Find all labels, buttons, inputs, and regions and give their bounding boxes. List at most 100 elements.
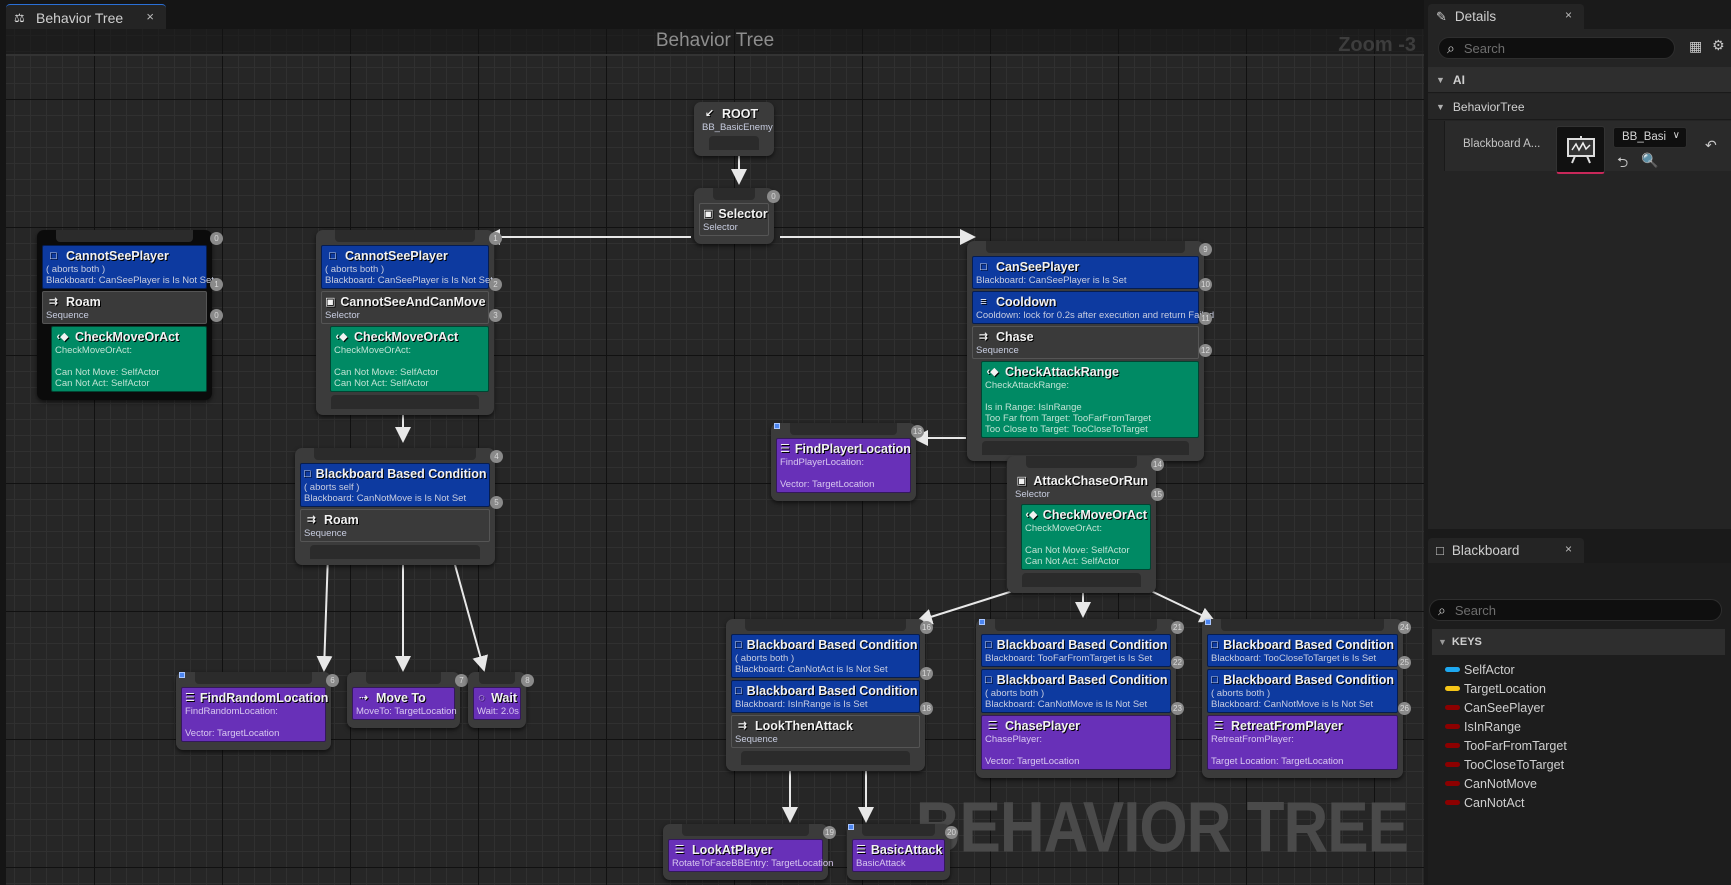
composite-roam[interactable]: ⇉Roam Sequence — [42, 291, 207, 324]
breakpoint-marker[interactable] — [179, 672, 185, 678]
find-random-location-task[interactable]: 6 ☰FindRandomLocation FindRandomLocation… — [176, 672, 339, 750]
blackboard-asset-combo[interactable]: BB_Basi ∨ — [1613, 127, 1687, 148]
output-pin[interactable] — [982, 441, 1189, 455]
input-pin[interactable] — [335, 230, 475, 242]
blackboard-key-item[interactable]: IsInRange — [1445, 717, 1521, 736]
service-check-move-or-act[interactable]: ‹◆CheckMoveOrAct CheckMoveOrAct: Can Not… — [51, 326, 207, 392]
breakpoint-marker[interactable] — [774, 423, 780, 429]
decorator-blackboard-condition[interactable]: □Blackboard Based Condition ( aborts sel… — [300, 463, 490, 507]
decorator-cooldown[interactable]: ≡Cooldown Cooldown: lock for 0.2s after … — [972, 291, 1214, 324]
root-node[interactable]: ↙ROOT BB_BasicEnemy — [694, 102, 774, 156]
composite-roam[interactable]: ⇉Roam Sequence — [300, 509, 490, 542]
tab-behavior-tree[interactable]: ⚖ Behavior Tree × — [6, 4, 166, 30]
close-icon[interactable]: × — [1564, 8, 1572, 22]
cannot-see-and-can-move-node[interactable]: 1 □CannotSeePlayer ( aborts both ) Black… — [316, 230, 502, 415]
input-pin[interactable] — [862, 824, 935, 836]
key-name: CanSeePlayer — [1464, 700, 1545, 715]
look-then-attack-node[interactable]: 16 □Blackboard Based Condition ( aborts … — [726, 619, 933, 771]
keys-category[interactable]: ▼ KEYS — [1432, 629, 1725, 655]
decorator-can-not-move[interactable]: □Blackboard Based Condition ( aborts bot… — [981, 669, 1171, 713]
roam-sequence-node[interactable]: 4 □Blackboard Based Condition ( aborts s… — [295, 448, 503, 565]
settings-gear-icon[interactable]: ⚙ — [1712, 37, 1725, 53]
execution-index: 4 — [490, 450, 503, 463]
composite-cannot-see-and-can-move[interactable]: ▣CannotSeeAndCanMove Selector — [321, 291, 489, 324]
category-ai[interactable]: ▼ AI — [1428, 67, 1731, 93]
output-pin[interactable] — [709, 136, 759, 150]
use-selected-asset-icon[interactable]: ⮌ — [1617, 154, 1629, 170]
blackboard-key-item[interactable]: CanSeePlayer — [1445, 698, 1545, 717]
blackboard-key-item[interactable]: CanNotMove — [1445, 774, 1537, 793]
blackboard-key-item[interactable]: TargetLocation — [1445, 679, 1546, 698]
category-behavior-tree[interactable]: ▼ BehaviorTree — [1428, 94, 1731, 120]
breakpoint-marker[interactable] — [979, 619, 985, 625]
reset-to-default-icon[interactable]: ↶ — [1705, 137, 1717, 153]
input-pin[interactable] — [745, 619, 906, 631]
chevron-down-icon: ∨ — [1672, 130, 1680, 141]
can-see-player-chase-node[interactable]: 9 □CanSeePlayer Blackboard: CanSeePlayer… — [967, 241, 1214, 461]
details-search-input[interactable]: ⌕ Search — [1438, 37, 1675, 59]
blackboard-key-item[interactable]: CanNotAct — [1445, 793, 1524, 812]
decorator-too-close-to-target[interactable]: □Blackboard Based Condition Blackboard: … — [1207, 634, 1398, 667]
decorator-can-see-player[interactable]: □CanSeePlayer Blackboard: CanSeePlayer i… — [972, 256, 1199, 289]
input-pin[interactable] — [314, 448, 476, 460]
look-at-player-task[interactable]: 19 ☰LookAtPlayer RotateToFaceBBEntry: Ta… — [663, 824, 836, 880]
input-pin[interactable] — [986, 241, 1185, 253]
blackboard-key-item[interactable]: TooCloseToTarget — [1445, 755, 1564, 774]
execution-index: 20 — [945, 826, 958, 839]
input-pin[interactable] — [56, 230, 193, 242]
input-pin[interactable] — [682, 824, 809, 836]
execution-index: 17 — [920, 667, 933, 680]
retreat-from-player-node[interactable]: 24 □Blackboard Based Condition Blackboar… — [1202, 619, 1411, 778]
input-pin[interactable] — [713, 188, 755, 200]
output-pin[interactable] — [741, 751, 910, 765]
execution-index: 11 — [1199, 312, 1212, 325]
move-to-task[interactable]: 7 ⇢Move To MoveTo: TargetLocation — [347, 672, 468, 728]
input-pin[interactable] — [1221, 619, 1384, 631]
decorator-can-not-act[interactable]: □Blackboard Based Condition ( aborts bot… — [731, 634, 920, 678]
breakpoint-marker[interactable] — [1205, 619, 1211, 625]
output-pin[interactable] — [331, 395, 479, 409]
task-icon: ☰ — [674, 844, 685, 856]
decorator-cannot-see-player[interactable]: □CannotSeePlayer ( aborts both ) Blackbo… — [321, 245, 493, 289]
blackboard-asset-property: Blackboard A... BB_Basi ∨ ⮌ 🔍 ↶ — [1444, 121, 1731, 174]
cannot-see-player-roam-node[interactable]: 0 □CannotSeePlayer ( aborts both ) Black… — [37, 230, 223, 400]
wait-task[interactable]: 8 ◌Wait Wait: 2.0s — [468, 672, 534, 728]
decorator-cannot-see-player[interactable]: □CannotSeePlayer ( aborts both ) Blackbo… — [42, 245, 214, 289]
chase-player-node[interactable]: 21 □Blackboard Based Condition Blackboar… — [976, 619, 1184, 778]
composite-look-then-attack[interactable]: ⇉LookThenAttack Sequence — [731, 715, 920, 748]
attack-chase-or-run-node[interactable]: 14 ▣AttackChaseOrRun Selector 15 ‹◆Check… — [1007, 456, 1164, 593]
blackboard-search-input[interactable]: ⌕ Search — [1429, 599, 1722, 621]
decorator-too-far-from-target[interactable]: □Blackboard Based Condition Blackboard: … — [981, 634, 1171, 667]
output-pin[interactable] — [310, 545, 480, 559]
tab-details[interactable]: ✎ Details × — [1428, 4, 1584, 29]
execution-index: 3 — [489, 309, 502, 322]
graph-canvas[interactable]: Behavior Tree Zoom -3 BEHAVIOR TREE — [6, 29, 1424, 885]
input-pin[interactable] — [995, 619, 1157, 631]
blackboard-key-item[interactable]: SelfActor — [1445, 660, 1515, 679]
service-check-attack-range[interactable]: ‹◆CheckAttackRange CheckAttackRange: Is … — [981, 361, 1199, 438]
decorator-is-in-range[interactable]: □Blackboard Based Condition Blackboard: … — [731, 680, 920, 713]
input-pin[interactable] — [479, 672, 515, 684]
input-pin[interactable] — [366, 672, 441, 684]
find-player-location-task[interactable]: 13 ☰FindPlayerLocation FindPlayerLocatio… — [771, 423, 924, 501]
close-icon[interactable]: × — [146, 9, 154, 24]
decorator-can-not-move[interactable]: □Blackboard Based Condition ( aborts bot… — [1207, 669, 1398, 713]
basic-attack-task[interactable]: 20 ☰BasicAttack BasicAttack — [847, 824, 958, 880]
close-icon[interactable]: × — [1564, 542, 1572, 556]
blackboard-key-item[interactable]: TooFarFromTarget — [1445, 736, 1567, 755]
service-check-move-or-act[interactable]: ‹◆CheckMoveOrAct CheckMoveOrAct: Can Not… — [1021, 504, 1151, 570]
selector-node[interactable]: ▣Selector Selector 0 — [694, 188, 780, 244]
service-check-move-or-act[interactable]: ‹◆CheckMoveOrAct CheckMoveOrAct: Can Not… — [330, 326, 489, 392]
input-pin[interactable] — [195, 672, 312, 684]
breakpoint-marker[interactable] — [848, 824, 854, 830]
blackboard-asset-thumbnail[interactable] — [1556, 126, 1605, 174]
task-retreat-from-player[interactable]: ☰RetreatFromPlayer RetreatFromPlayer: Ta… — [1207, 715, 1398, 770]
output-pin[interactable] — [1022, 573, 1141, 587]
table-view-icon[interactable]: ▦ — [1689, 38, 1703, 54]
task-chase-player[interactable]: ☰ChasePlayer ChasePlayer: Vector: Target… — [981, 715, 1171, 770]
tab-blackboard[interactable]: □ Blackboard × — [1428, 538, 1584, 563]
input-pin[interactable] — [790, 423, 897, 435]
browse-asset-icon[interactable]: 🔍 — [1641, 152, 1659, 168]
composite-chase[interactable]: ⇉Chase Sequence — [972, 326, 1199, 359]
input-pin[interactable] — [1026, 456, 1137, 468]
